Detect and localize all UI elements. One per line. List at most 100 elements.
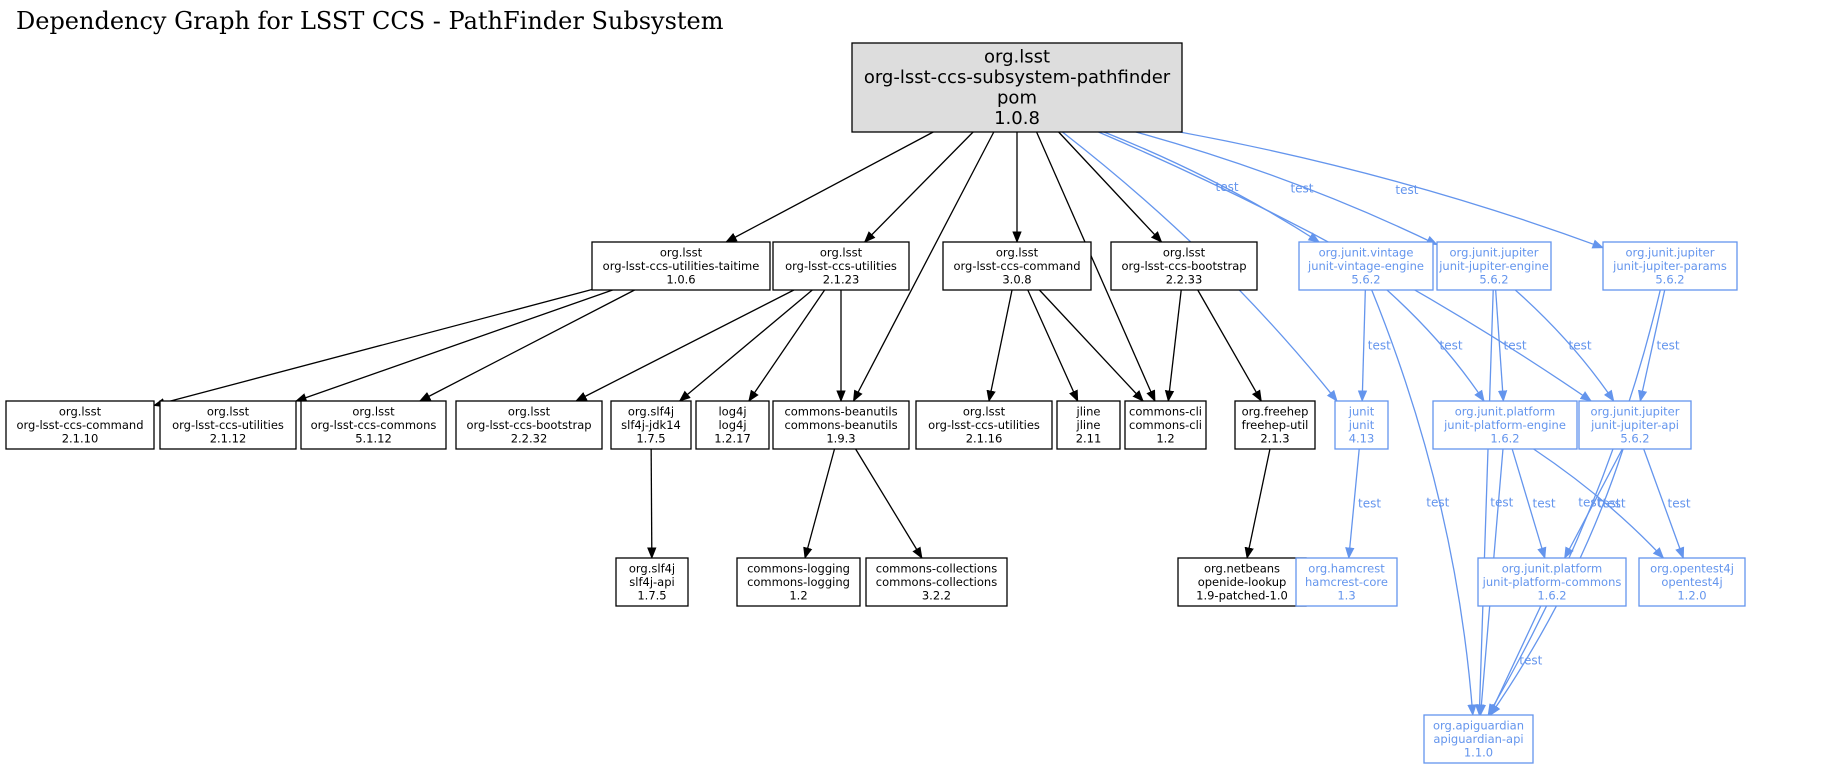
- node-box: [300, 400, 447, 450]
- edge-label-test: test: [1504, 339, 1527, 353]
- edge-label-test: test: [1368, 339, 1391, 353]
- node-box: [865, 557, 1008, 607]
- node-layer: org.lsstorg-lsst-ccs-subsystem-pathfinde…: [5, 42, 1746, 764]
- node-label-line: 5.6.2: [1655, 272, 1684, 286]
- edge-platform-engine-to-platform-commons: [1511, 448, 1547, 560]
- node-label-line: commons-logging: [747, 575, 850, 589]
- node-label-line: org-lsst-ccs-utilities-taitime: [603, 259, 760, 273]
- node-label-line: 2.11: [1076, 431, 1102, 445]
- node-label-line: 1.7.5: [636, 431, 665, 445]
- edge-command-to-jline: [1027, 289, 1079, 403]
- node-label-line: commons-collections: [876, 575, 997, 589]
- edge-label-test: test: [1440, 339, 1463, 353]
- node-label-line: org.junit.jupiter: [1591, 404, 1680, 418]
- edge-bootstrap-to-freehep: [1197, 289, 1262, 403]
- node-label-line: 1.6.2: [1490, 431, 1519, 445]
- node-box: [1423, 714, 1534, 764]
- edge-label-test: test: [1598, 497, 1621, 511]
- node-label-line: slf4j-jdk14: [621, 418, 681, 432]
- node-label-line: 5.6.2: [1620, 431, 1649, 445]
- node-label-line: org.apiguardian: [1433, 718, 1524, 732]
- node-platform-commons: org.junit.platformjunit-platform-commons…: [1477, 557, 1627, 607]
- node-label-line: junit-vintage-engine: [1307, 259, 1424, 273]
- node-label-line: log4j: [718, 418, 746, 432]
- node-box: [610, 400, 692, 450]
- edge-label-test: test: [1290, 181, 1313, 195]
- edge-jupiter-params-to-apiguardian: [1487, 289, 1661, 717]
- node-label-line: 1.2.17: [714, 431, 751, 445]
- node-box: [1124, 400, 1207, 450]
- node-box: [942, 241, 1092, 291]
- edge-root-to-jupiter-params: [1179, 131, 1605, 249]
- node-box: [772, 241, 910, 291]
- edge-label-test: test: [1533, 497, 1556, 511]
- node-label-line: 1.2.0: [1677, 588, 1706, 602]
- edge-platform-engine-to-opentest4j: [1533, 448, 1665, 559]
- node-label-line: 1.0.6: [666, 272, 695, 286]
- edge-jupiter-params-to-jupiter-api: [1637, 289, 1666, 403]
- node-label-line: org.junit.platform: [1502, 561, 1603, 575]
- node-label-line: org.slf4j: [628, 404, 674, 418]
- node-label-line: org.junit.jupiter: [1450, 245, 1539, 259]
- node-box: [736, 557, 861, 607]
- edge-label-test: test: [1216, 180, 1239, 194]
- node-box: [695, 400, 770, 450]
- edge-utilities-to-slf4j-jdk14: [678, 289, 813, 402]
- node-label-line: junit: [1348, 404, 1375, 418]
- node-label-line: jline: [1076, 418, 1101, 432]
- node-box: [1298, 241, 1434, 291]
- node-box: [615, 557, 689, 607]
- edge-root-to-commons-cli: [1035, 131, 1156, 403]
- node-label-line: org.junit.vintage: [1319, 245, 1414, 259]
- edge-beanutils-to-logging: [803, 448, 836, 560]
- node-collections: commons-collectionscommons-collections3.…: [865, 557, 1008, 607]
- node-label-line: 1.7.5: [637, 588, 666, 602]
- node-label-line: org-lsst-ccs-command: [16, 418, 143, 432]
- edge-vintage-engine-to-junit: [1357, 289, 1368, 403]
- node-box: [1436, 241, 1552, 291]
- node-box: [1578, 400, 1692, 450]
- node-label-line: org.lsst: [1163, 245, 1206, 259]
- edge-bootstrap-to-commons-cli: [1164, 289, 1182, 403]
- graph-title: Dependency Graph for LSST CCS - PathFind…: [16, 7, 724, 35]
- node-label-line: org.lsst: [59, 404, 102, 418]
- node-box: [915, 400, 1053, 450]
- node-label-line: hamcrest-core: [1305, 575, 1388, 589]
- node-label-line: junit-platform-engine: [1443, 418, 1566, 432]
- node-label-line: 2.1.10: [62, 431, 99, 445]
- node-label-line: commons-cli: [1129, 404, 1202, 418]
- node-label-line: 2.1.12: [210, 431, 247, 445]
- node-label-line: freehep-util: [1242, 418, 1309, 432]
- node-jupiter-engine: org.junit.jupiterjunit-jupiter-engine5.6…: [1436, 241, 1552, 291]
- node-label-line: slf4j-api: [629, 575, 674, 589]
- edge-vintage-engine-to-apiguardian: [1371, 289, 1477, 717]
- node-label-line: openide-lookup: [1198, 575, 1287, 589]
- node-box: [1295, 557, 1398, 607]
- node-label-line: junit-jupiter-api: [1590, 418, 1679, 432]
- node-label-line: 1.3: [1337, 588, 1355, 602]
- node-label-line: org.lsst: [508, 404, 551, 418]
- node-label-line: 3.0.8: [1002, 272, 1031, 286]
- node-label-line: org.lsst: [996, 245, 1039, 259]
- edge-utilities-to-log4j: [748, 289, 826, 402]
- edge-beanutils-to-collections: [855, 448, 923, 559]
- edge-label-test: test: [1358, 497, 1381, 511]
- node-label-line: 1.9-patched-1.0: [1196, 588, 1288, 602]
- node-box: [1110, 241, 1258, 291]
- node-label-line: org-lsst-ccs-command: [953, 259, 1080, 273]
- node-label-line: pom: [997, 87, 1037, 108]
- node-label-line: 2.2.32: [511, 431, 548, 445]
- node-root: org.lsstorg-lsst-ccs-subsystem-pathfinde…: [851, 42, 1183, 133]
- node-label-line: 1.6.2: [1537, 588, 1566, 602]
